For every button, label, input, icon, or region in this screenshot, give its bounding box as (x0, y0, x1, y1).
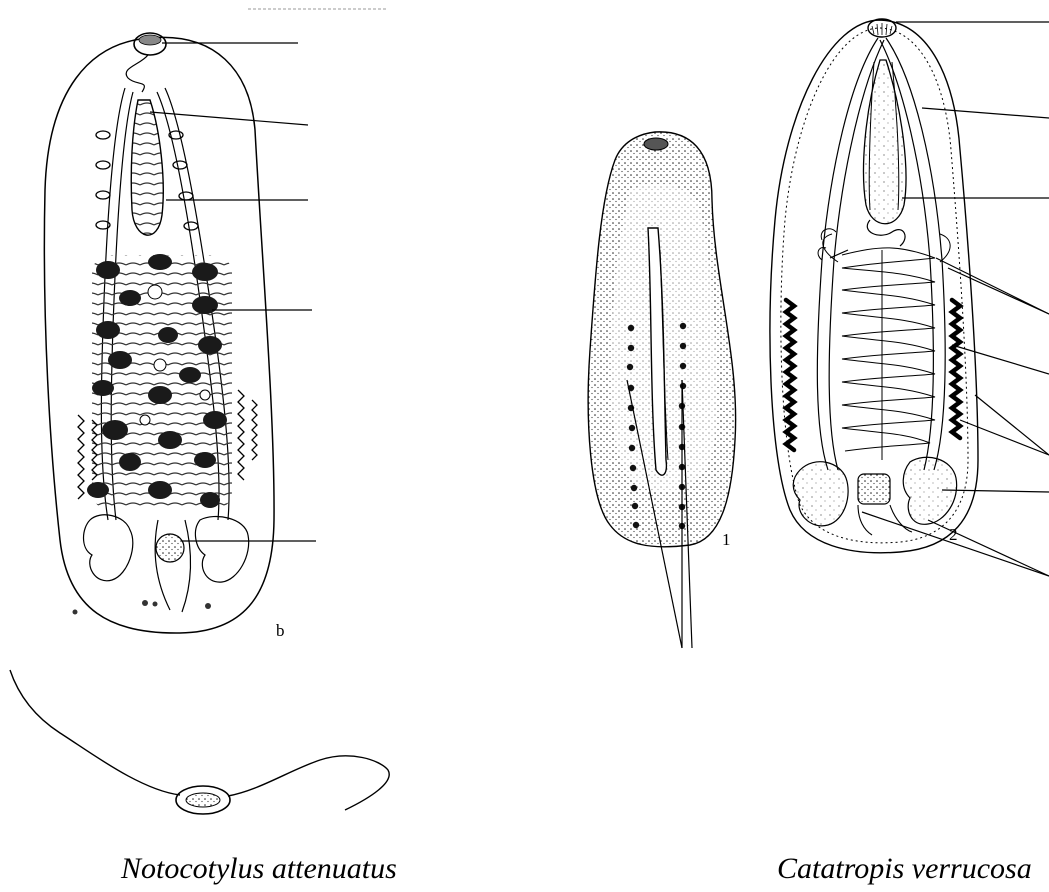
caption-notocotylus: Notocotylus attenuatus (121, 852, 397, 886)
catatropis-internal-anatomy (770, 19, 1049, 576)
figure-number-1: 1 (722, 530, 731, 549)
catatropis-ventral-view (588, 132, 735, 648)
ovary (156, 534, 184, 562)
ventral-oral-sucker (644, 138, 668, 150)
uterus-coils (87, 254, 232, 510)
internal-vitellaria (786, 300, 960, 450)
panel-letter-b: b (276, 621, 285, 640)
testis-left (84, 515, 133, 581)
notocotylus-specimen (44, 9, 386, 633)
notocotylus-egg (10, 670, 389, 814)
testis-right (195, 516, 248, 582)
caption-catatropis: Catatropis verrucosa (777, 852, 1032, 886)
internal-ovary (858, 474, 890, 504)
figure-number-2: 2 (949, 525, 958, 544)
cirrus-sac (131, 100, 163, 235)
internal-testis-left (793, 462, 848, 526)
internal-testis-right (903, 457, 956, 524)
